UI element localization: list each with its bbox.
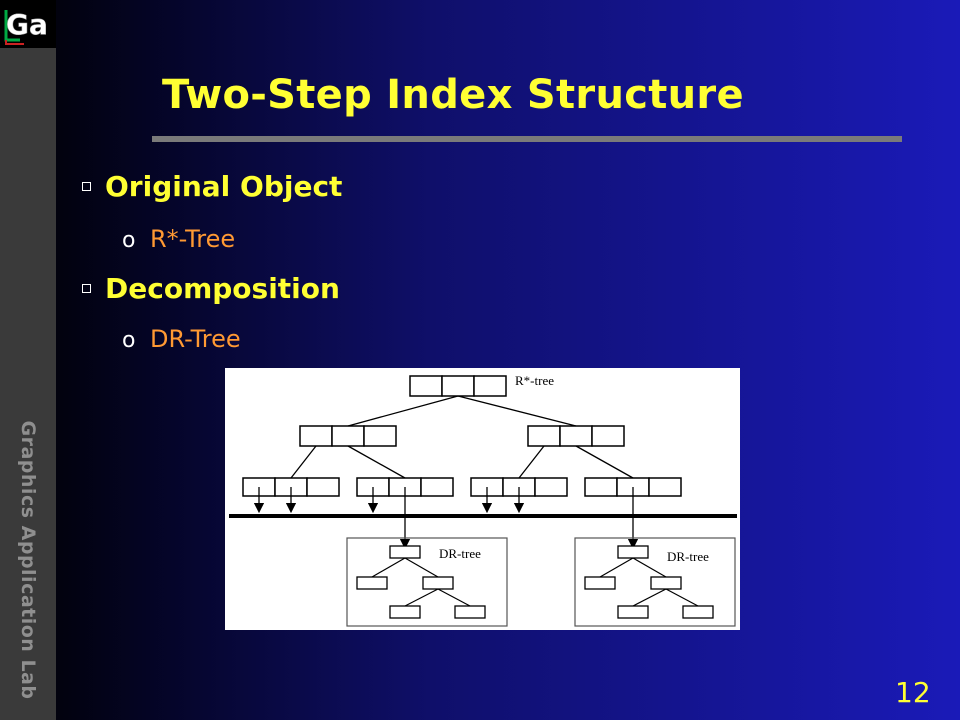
sub-marker: o <box>122 228 136 253</box>
drtree-node <box>389 605 421 619</box>
drtree-label-left: DR-tree <box>439 546 481 561</box>
square-bullet-icon <box>82 284 91 293</box>
rtree-level2-right-node <box>527 425 625 447</box>
tree-diagram: R*-tree DR-tree DR-tree <box>229 373 737 627</box>
sub-marker: o <box>122 328 136 353</box>
drtree-node <box>617 605 649 619</box>
drtree-edges <box>371 557 699 607</box>
drtree-node <box>584 576 616 590</box>
page-number: 12 <box>895 676 931 709</box>
logo-icon: Ga <box>2 2 54 46</box>
drtree-node <box>454 605 486 619</box>
sub-item-label: R*-Tree <box>150 225 236 253</box>
tree-edges <box>290 395 634 479</box>
bullet-decomposition: Decomposition <box>82 272 340 305</box>
index-structure-diagram: R*-tree DR-tree DR-tree <box>225 368 740 630</box>
drtree-node <box>356 576 388 590</box>
logo: Ga <box>0 0 56 48</box>
drtree-node <box>617 545 649 559</box>
sub-item-label: DR-Tree <box>150 325 241 353</box>
rtree-level2-left-node <box>299 425 397 447</box>
title-divider <box>152 136 902 142</box>
bullet-label: Decomposition <box>105 272 340 305</box>
drtree-node <box>682 605 714 619</box>
drtree-node <box>389 545 421 559</box>
rtree-root-node <box>409 375 507 397</box>
bullet-original-object: Original Object <box>82 170 342 203</box>
side-label: Graphics Application Lab <box>17 420 39 700</box>
drtree-node <box>422 576 454 590</box>
sidebar: Ga Graphics Application Lab <box>0 0 56 720</box>
rtree-leaf-node <box>584 477 682 497</box>
drtree-box-right <box>574 537 736 627</box>
drtree-box-left <box>346 537 508 627</box>
slide-title: Two-Step Index Structure <box>162 72 744 118</box>
drtree-node <box>650 576 682 590</box>
sub-item-rtree: o R*-Tree <box>122 225 235 253</box>
separator-bar <box>229 514 737 518</box>
square-bullet-icon <box>82 182 91 191</box>
bullet-label: Original Object <box>105 170 343 203</box>
logo-text: Ga <box>6 8 48 41</box>
sub-item-drtree: o DR-Tree <box>122 325 241 353</box>
drtree-label-right: DR-tree <box>667 549 709 564</box>
rtree-label: R*-tree <box>515 373 554 388</box>
